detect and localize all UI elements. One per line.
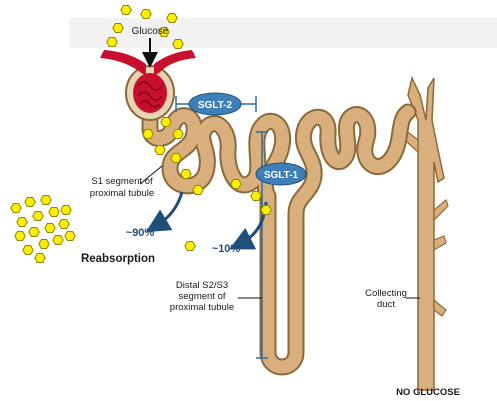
pct-10-label: ~10%	[212, 243, 241, 255]
glucose-molecule	[161, 118, 171, 127]
collecting-label-line2: duct	[377, 299, 395, 310]
glucose-molecule	[171, 154, 181, 163]
glucose-molecule	[17, 218, 27, 227]
glucose-molecule	[121, 6, 131, 15]
glucose-molecule	[143, 130, 153, 139]
tubule	[150, 108, 408, 367]
glucose-molecule	[231, 180, 241, 189]
glucose-molecule	[23, 246, 33, 255]
glucose-molecule	[61, 206, 71, 215]
pct-90-label: ~90%	[126, 227, 155, 239]
glucose-molecule	[155, 146, 165, 155]
glucose-molecule	[141, 10, 151, 19]
distal-label-line3: proximal tubule	[170, 302, 234, 313]
glucose-molecule	[65, 232, 75, 241]
distal-label-line1: Distal S2/S3	[176, 280, 228, 291]
no-glucose-label: NO GLUCOSE	[396, 387, 460, 398]
distal-label-line2: segment of	[179, 291, 226, 302]
glucose-molecule	[107, 38, 117, 47]
sglt2-label: SGLT-2	[198, 100, 233, 111]
glucose-molecule	[11, 204, 21, 213]
glomerulus	[126, 66, 174, 120]
glucose-label: Glucose	[132, 26, 169, 37]
glucose-molecule	[25, 198, 35, 207]
glucose-molecule	[173, 40, 183, 49]
glucose-molecule	[29, 228, 39, 237]
glucose-molecule	[45, 224, 55, 233]
glucose-molecule	[261, 206, 271, 215]
glucose-molecule	[167, 14, 177, 23]
glucose-molecule	[59, 220, 69, 229]
glucose-molecule	[41, 196, 51, 205]
glucose-molecule	[15, 232, 25, 241]
glucose-molecule	[53, 236, 63, 245]
reabsorption-arrow-90	[156, 192, 182, 226]
glucose-molecule	[251, 192, 261, 201]
glucose-molecule	[173, 130, 183, 139]
collecting-label-line1: Collecting	[365, 288, 407, 299]
sglt1-label: SGLT-1	[264, 170, 299, 181]
s1-label-line2: proximal tubule	[90, 188, 154, 199]
glucose-molecule	[193, 186, 203, 195]
glucose-molecule	[181, 170, 191, 179]
glucose-molecule	[185, 242, 195, 251]
glucose-molecule	[35, 254, 45, 263]
glucose-molecule	[113, 24, 123, 33]
glucose-molecule	[33, 212, 43, 221]
s1-label-line1: S1 segment of	[91, 176, 153, 187]
glucose-molecule	[49, 208, 59, 217]
glucose-molecule	[39, 240, 49, 249]
reabsorption-label: Reabsorption	[81, 253, 155, 265]
